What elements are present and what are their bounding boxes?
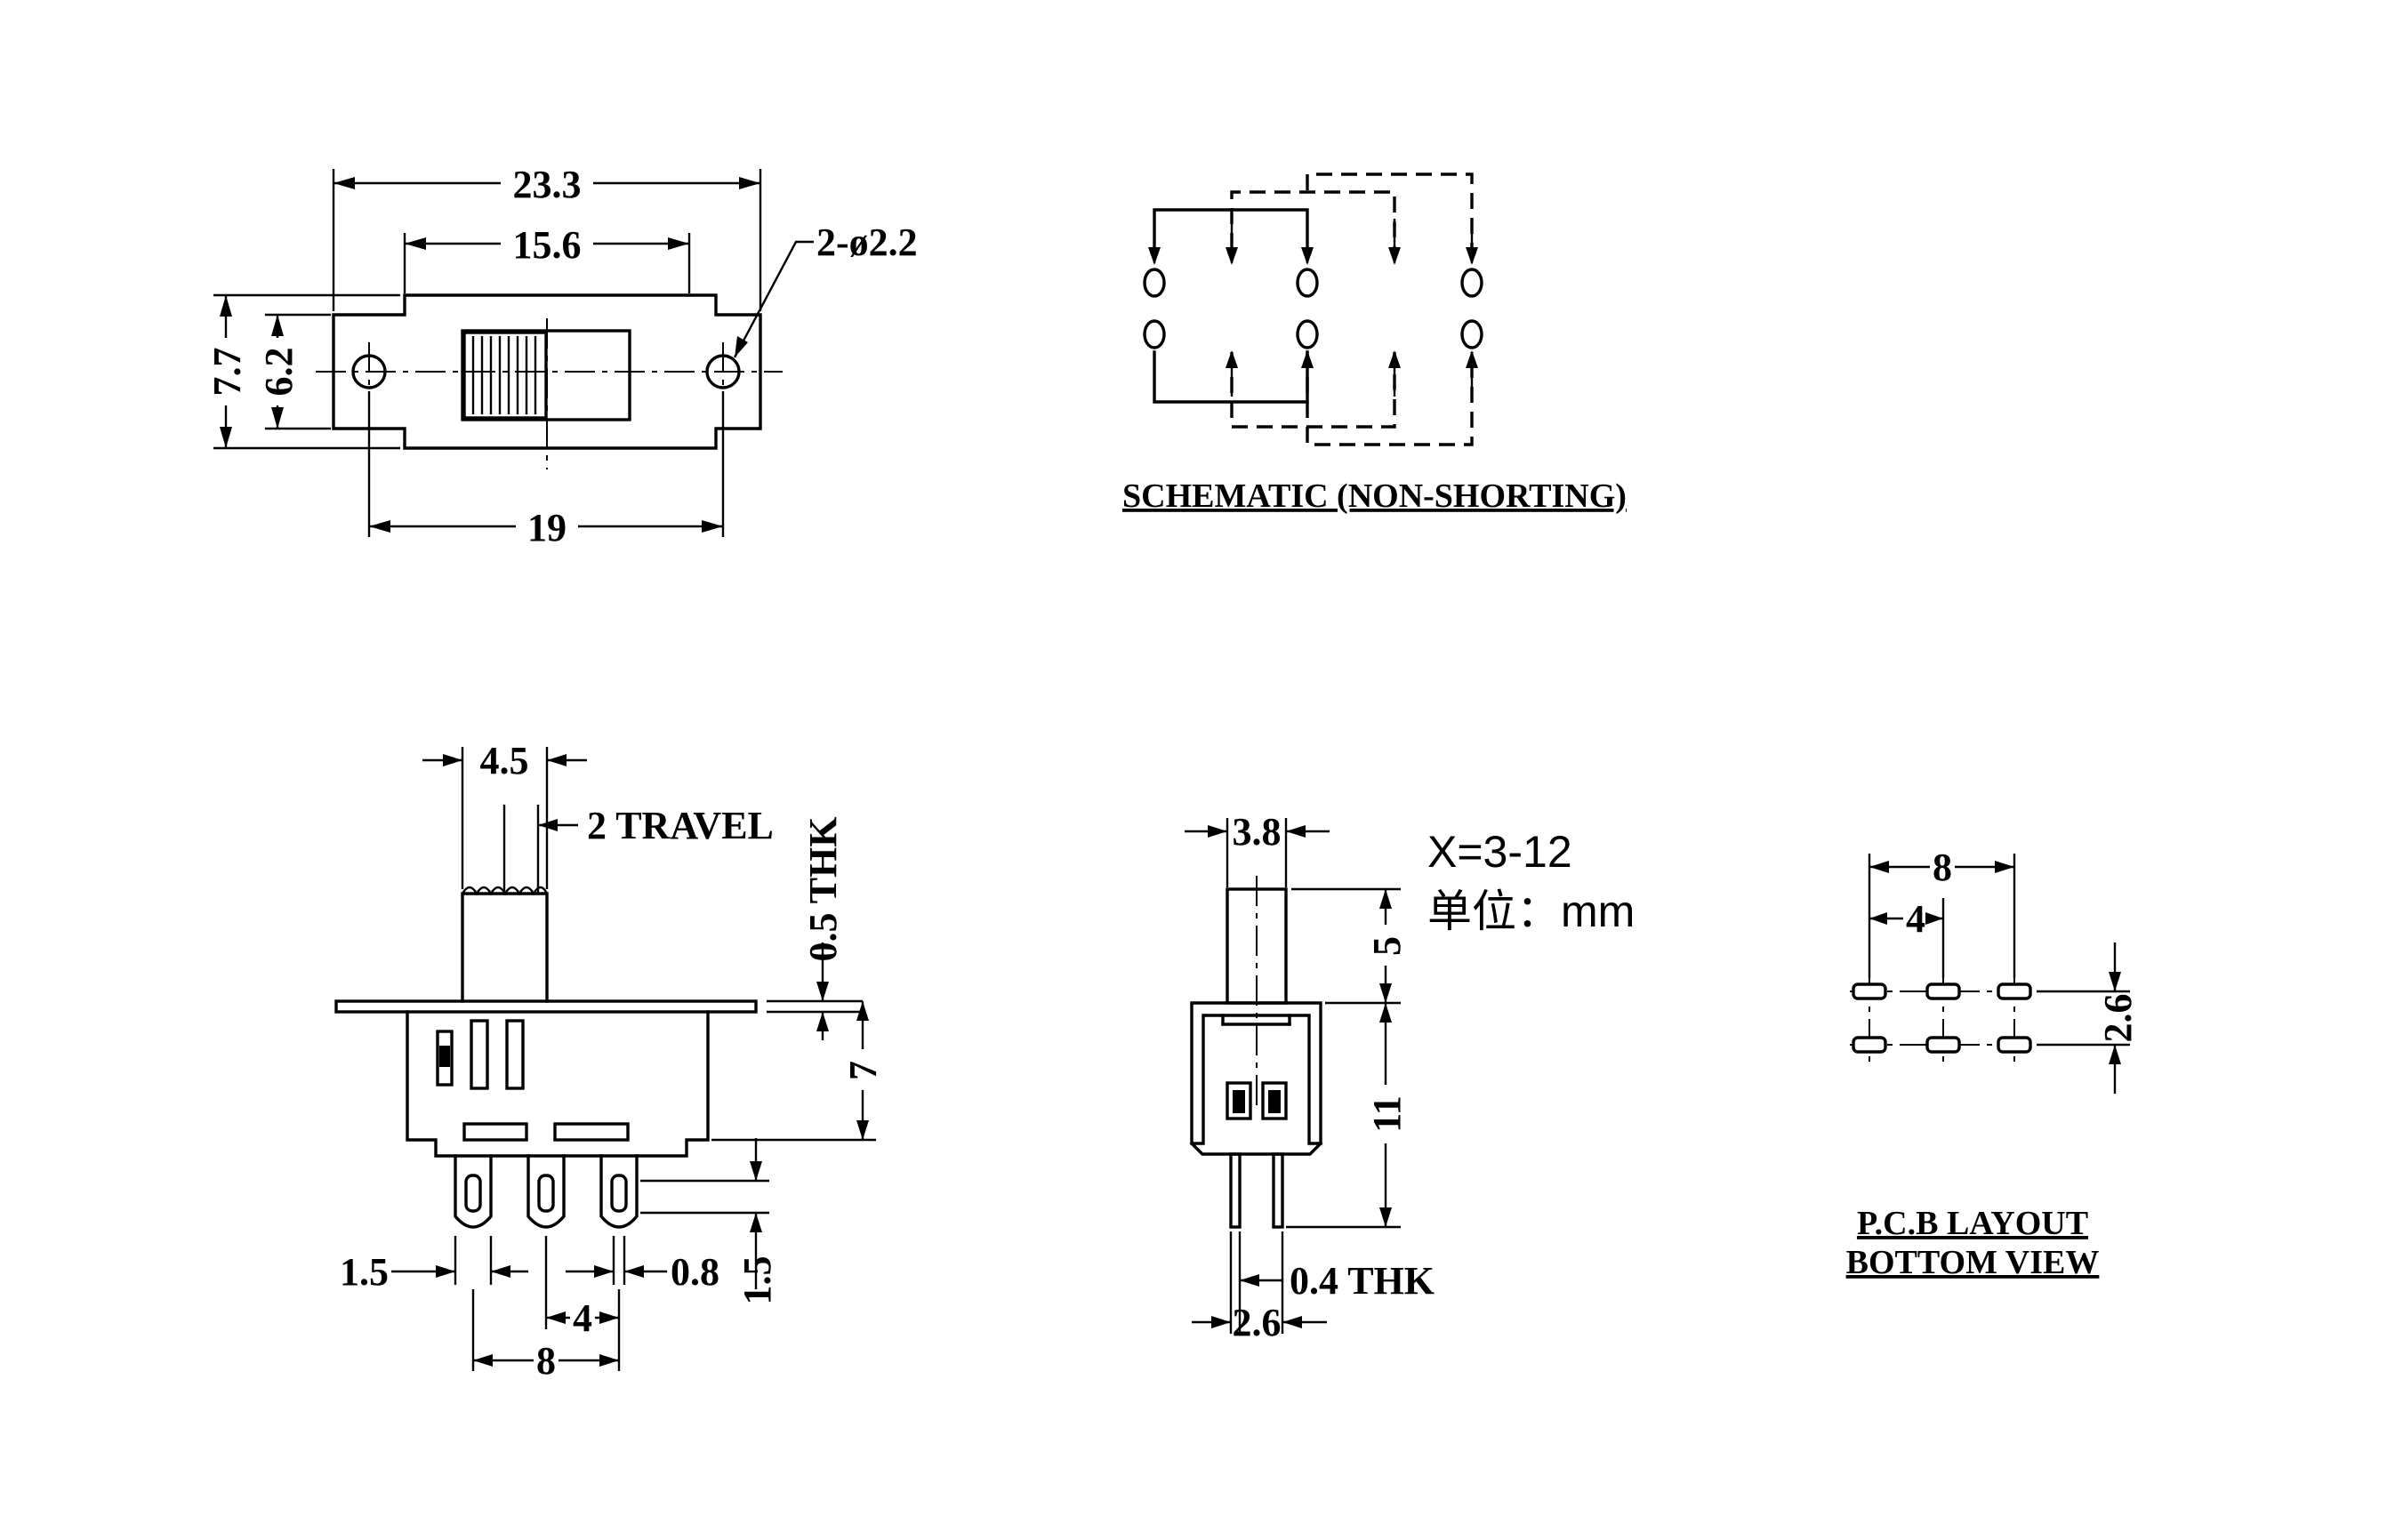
dim-5-label: 5 (1365, 936, 1409, 956)
dim-end-pin-thickness: 0.4 THK (1229, 1231, 1435, 1334)
dim-pin-pitch: 4 (544, 1236, 621, 1340)
dim-inner-height: 6.2 (256, 313, 331, 430)
hole-callout: 2-ø2.2 (733, 221, 918, 358)
side-view-window-1 (436, 1030, 454, 1087)
pcb-caption-line-2: BOTTOM VIEW (1846, 1244, 2100, 1281)
dim-4-5-label: 4.5 (480, 739, 529, 782)
dim-pin-length-label: 1.5 (735, 1256, 779, 1305)
schematic-terminals (1143, 268, 1483, 349)
side-view-mounting-plate (334, 999, 758, 1014)
dim-3-8-label: 3.8 (1233, 810, 1282, 854)
dim-end-body-height: 11 (1286, 1003, 1409, 1229)
end-view-housing (1190, 1001, 1322, 1145)
dim-inner-width: 15.6 (403, 223, 691, 293)
schematic-caption: SCHEMATIC (NON-SHORTING) (1122, 477, 1627, 515)
pcb-caption-line-1: P.C.B LAYOUT (1857, 1205, 2088, 1242)
actuator-height-note: X=3-12 (1427, 827, 1572, 877)
top-view-plate-outline (332, 293, 762, 450)
pcb-pads (1852, 983, 2032, 1054)
dim-8-label: 8 (536, 1339, 556, 1383)
schematic-dashed-loop-1 (1230, 190, 1396, 249)
dim-pcb-4-label: 4 (1906, 897, 1925, 941)
dim-end-actuator-height: 5 (1291, 887, 1409, 1005)
dim-plate-thickness: 0.5 THK (767, 816, 863, 1040)
dim-0-4-thk-label: 0.4 THK (1290, 1259, 1435, 1303)
dim-end-actuator-width: 3.8 (1185, 810, 1330, 887)
top-view: 23.3 15.6 2-ø2.2 7.7 (205, 163, 918, 549)
dim-pin-span: 8 (471, 1289, 621, 1383)
dim-15-6-label: 15.6 (513, 223, 582, 267)
dim-2-6-label: 2.6 (1233, 1301, 1282, 1344)
dim-pin-thickness: 0.8 (566, 1236, 719, 1294)
dim-pin-length: 1.5 (640, 1138, 779, 1305)
dim-pcb-2-6-label: 2.6 (2096, 994, 2140, 1043)
dim-actuator-width: 4.5 (422, 739, 587, 889)
dim-1-5-label: 1.5 (340, 1250, 389, 1294)
dim-pcb-pitch: 4 (1869, 897, 1945, 978)
slider-knob-grip (471, 336, 537, 414)
dim-body-height: 7 (711, 1001, 885, 1142)
dim-7-label: 7 (841, 1061, 885, 1080)
dim-overall-width: 23.3 (332, 163, 762, 311)
slider-knob (462, 331, 548, 420)
unit-note: 单位：mm (1427, 886, 1635, 936)
end-view: 3.8 X=3-12 单位：mm 5 11 (1185, 810, 1635, 1344)
dim-pcb-row-spacing: 2.6 (2037, 942, 2140, 1094)
side-view: 4.5 2 TRAVEL 0.5 THK 7 (334, 739, 885, 1383)
side-view-actuator (461, 892, 549, 1003)
side-view-pins (454, 1154, 639, 1229)
dim-travel-label: 2 TRAVEL (587, 804, 774, 847)
schematic: SCHEMATIC (NON-SHORTING) (1122, 172, 1627, 515)
dim-pcb-span: 8 (1868, 846, 2016, 978)
dim-4-label: 4 (573, 1296, 592, 1340)
side-view-housing (406, 1010, 710, 1158)
end-view-pin-right (1272, 1152, 1284, 1229)
dim-6-2-label: 6.2 (257, 348, 301, 397)
schematic-arrows (1148, 219, 1478, 397)
dim-0-5-thk-label: 0.5 THK (801, 816, 845, 961)
end-view-pin-left (1229, 1152, 1242, 1229)
side-view-window-3 (505, 1019, 525, 1090)
dim-23-3-label: 23.3 (513, 163, 582, 206)
schematic-dashed-loop-2 (1306, 172, 1474, 253)
dim-0-8-label: 0.8 (671, 1250, 719, 1294)
dim-11-label: 11 (1365, 1095, 1409, 1133)
dim-pin-width: 1.5 (340, 1236, 528, 1294)
dim-overall-height: 7.7 (205, 293, 400, 450)
dim-7-7-label: 7.7 (205, 348, 249, 397)
pcb-layout: 8 4 2.6 P.C.B LAYOUT BOTTOM VIEW (1846, 846, 2140, 1281)
dim-end-pin-spacing: 2.6 (1192, 1231, 1327, 1344)
dim-19-label: 19 (527, 506, 567, 549)
hole-callout-label: 2-ø2.2 (816, 221, 918, 264)
side-view-window-2 (470, 1019, 489, 1090)
dim-pcb-8-label: 8 (1933, 846, 1952, 889)
dim-hole-spacing: 19 (367, 391, 725, 549)
dim-travel: 2 TRAVEL (502, 804, 774, 894)
